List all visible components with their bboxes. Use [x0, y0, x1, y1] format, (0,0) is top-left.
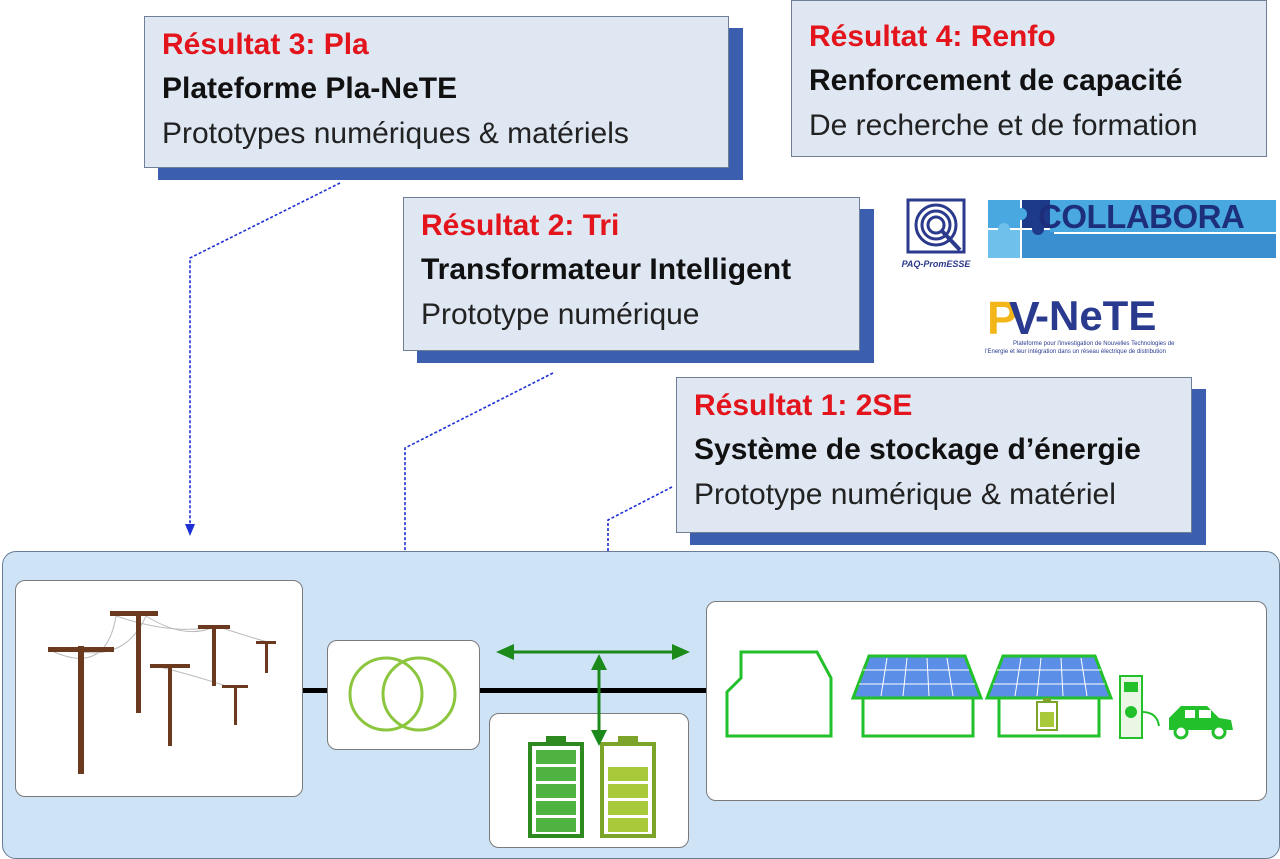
- electric-car-icon: [1169, 706, 1233, 740]
- planete-subtitle-2: l'Energie et leur intégration dans un ré…: [985, 349, 1166, 355]
- puzzle-icon: [988, 200, 1054, 258]
- callout-result-1: Résultat 1: 2SE Système de stockage d’én…: [676, 377, 1192, 533]
- callout-result-3: Résultat 3: Pla Plateforme Pla-NeTE Prot…: [144, 16, 729, 168]
- result-3-title: Résultat 3: Pla: [162, 28, 369, 61]
- transformer-icon: [348, 656, 457, 732]
- planete-sun-icon: P V: [987, 292, 1040, 340]
- svg-text:P: P: [987, 292, 1018, 340]
- planete-logo: P V -NeTE Plateforme pour l'investigatio…: [985, 290, 1200, 360]
- transformer-card: [327, 640, 480, 750]
- charging-station-icon: [1119, 675, 1160, 739]
- paq-promesse-logo: PAQ-PromESSE: [898, 198, 974, 270]
- result-4-title: Résultat 4: Renfo: [809, 20, 1056, 53]
- result-1-title: Résultat 1: 2SE: [694, 389, 913, 422]
- power-lines-card: [15, 580, 303, 797]
- battery-icon-right: [600, 736, 656, 838]
- result-1-desc: Prototype numérique & matériel: [694, 478, 1116, 511]
- callout-result-4: Résultat 4: Renfo Renforcement de capaci…: [791, 0, 1267, 157]
- result-2-name: Transformateur Intelligent: [421, 253, 792, 286]
- planete-subtitle-1: Plateforme pour l'investigation de Nouve…: [1013, 341, 1175, 347]
- collabora-logo: COLLABORA: [988, 198, 1278, 260]
- house-icon: [725, 650, 833, 738]
- result-2-title: Résultat 2: Tri: [421, 209, 620, 242]
- consumers-icons: [725, 650, 1233, 740]
- paq-logo-text: PAQ-PromESSE: [901, 259, 971, 269]
- collabora-bar-top: [1050, 200, 1276, 232]
- solar-house-icon: [850, 654, 984, 738]
- result-3-desc: Prototypes numériques & matériels: [162, 117, 629, 150]
- consumers-card: [706, 601, 1267, 801]
- battery-icons: [528, 736, 656, 838]
- arrow-result2: [404, 372, 554, 590]
- collabora-bar-bottom: [1050, 234, 1276, 258]
- battery-storage-card: [489, 713, 689, 848]
- power-poles-icon: [48, 611, 276, 774]
- callout-result-2: Résultat 2: Tri Transformateur Intellige…: [403, 197, 860, 351]
- collabora-text: COLLABORA: [1038, 198, 1245, 235]
- solar-battery-house-icon: [984, 654, 1114, 738]
- result-3-name: Plateforme Pla-NeTE: [162, 72, 458, 105]
- battery-icon-left: [528, 736, 584, 838]
- result-2-desc: Prototype numérique: [421, 298, 700, 331]
- result-4-desc: De recherche et de formation: [809, 109, 1198, 142]
- svg-text:V: V: [1009, 292, 1040, 340]
- paq-logo-icon: [906, 198, 966, 254]
- result-4-name: Renforcement de capacité: [809, 64, 1183, 97]
- result-1-name: Système de stockage d’énergie: [694, 433, 1141, 466]
- arrow-result3: [189, 182, 341, 535]
- planete-text: -NeTE: [1035, 292, 1157, 339]
- grid-line: [300, 688, 710, 693]
